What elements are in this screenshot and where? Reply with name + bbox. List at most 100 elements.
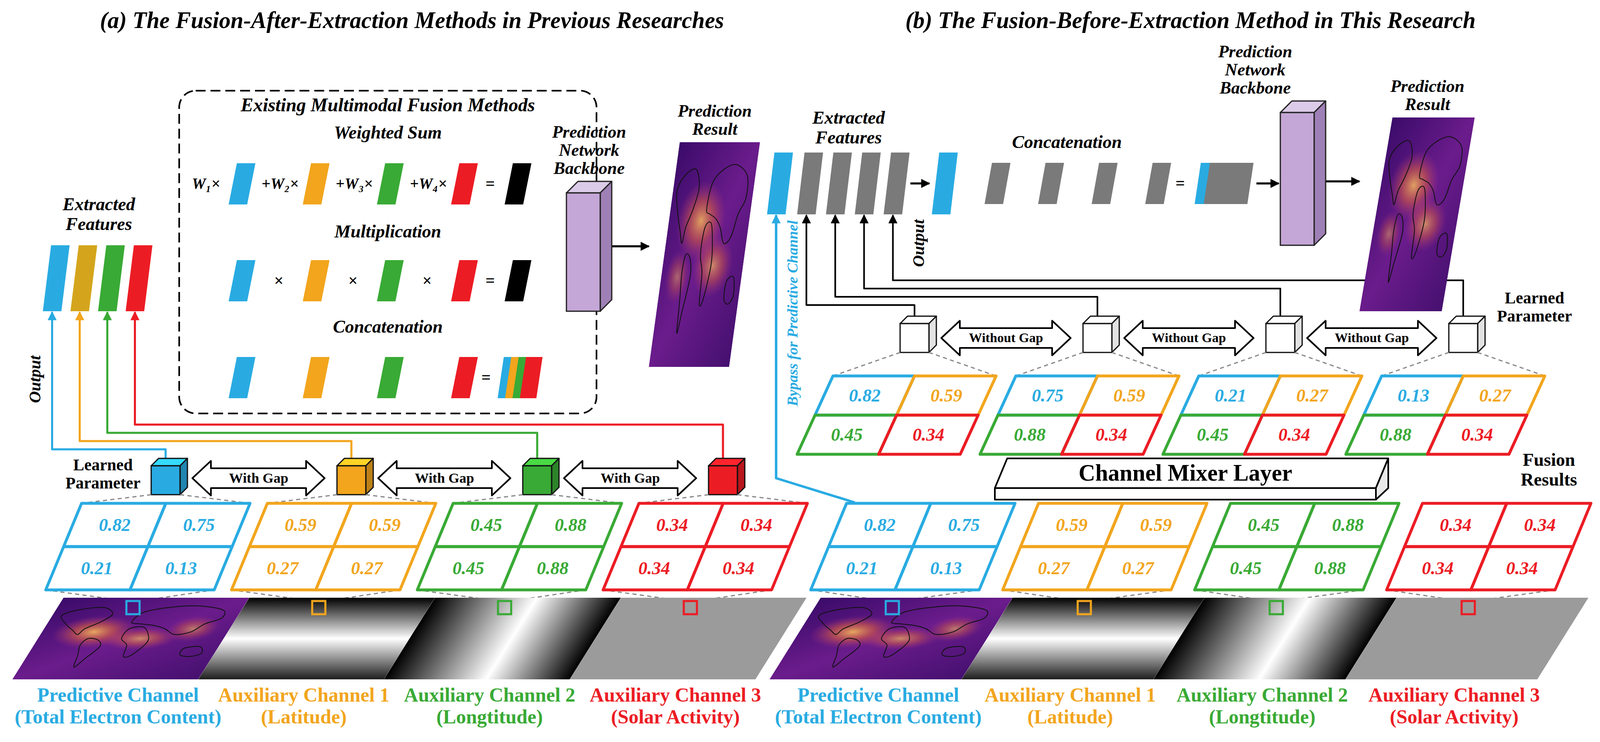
coastline bbox=[66, 637, 106, 667]
parameter-value: 0.13 bbox=[165, 557, 197, 578]
parameter-value: 0.34 bbox=[722, 557, 755, 578]
bypass-feature bbox=[767, 152, 793, 215]
learned-parameter-cube bbox=[1265, 315, 1303, 353]
node-label: Prediction Network Backbone bbox=[549, 122, 629, 178]
parameter-value: 0.34 bbox=[1095, 424, 1128, 445]
cube-side bbox=[180, 458, 188, 495]
cube-side bbox=[928, 315, 937, 353]
parameter-value: 0.45 bbox=[1247, 514, 1280, 535]
leader-line bbox=[1294, 352, 1362, 376]
method-name: Weighted Sum bbox=[178, 122, 598, 143]
leader-line bbox=[1015, 352, 1084, 376]
parameter-value: 0.45 bbox=[830, 424, 863, 445]
coastline bbox=[1405, 186, 1431, 259]
node-shape bbox=[1162, 375, 1362, 454]
coastline bbox=[869, 626, 918, 657]
arrow-label: Without Gap bbox=[968, 330, 1044, 345]
cube-side bbox=[1111, 315, 1120, 353]
learned-parameter-cube bbox=[900, 315, 937, 353]
fusion-methods-box: Existing Multimodal Fusion MethodsWeight… bbox=[178, 89, 598, 415]
cube-front bbox=[708, 465, 738, 495]
leader-line bbox=[928, 352, 997, 376]
cube-side bbox=[551, 458, 560, 495]
concatenated-feature bbox=[1091, 162, 1118, 204]
coastline bbox=[669, 168, 702, 244]
parameter-grid: 0.820.590.450.34 bbox=[797, 375, 997, 454]
channel-caption: Predictive Channel (Total Electron Conte… bbox=[12, 683, 224, 728]
coastline bbox=[939, 645, 969, 657]
method-name: Multiplication bbox=[178, 221, 598, 242]
feature-map bbox=[228, 163, 256, 205]
box-side bbox=[600, 181, 612, 312]
slab-front bbox=[994, 487, 1376, 500]
channel-caption: Predictive Channel (Total Electron Conte… bbox=[772, 683, 984, 728]
coastline bbox=[673, 253, 694, 334]
parameter-value: 0.88 bbox=[554, 514, 587, 535]
gap-arrow bbox=[192, 460, 325, 496]
gap-arrow bbox=[563, 460, 697, 496]
grid-cell bbox=[501, 546, 604, 590]
coastline bbox=[825, 637, 865, 667]
grid-cell bbox=[315, 546, 419, 590]
stacked-feature-map bbox=[1230, 162, 1254, 204]
concatenated-feature bbox=[1145, 162, 1172, 204]
arrow-label: Without Gap bbox=[1151, 330, 1226, 345]
grid-cell bbox=[687, 546, 790, 590]
cube-side bbox=[737, 458, 745, 495]
bypass-arrow bbox=[776, 215, 855, 503]
parameter-value: 0.88 bbox=[1379, 424, 1412, 445]
parameter-value: 0.34 bbox=[1422, 557, 1454, 578]
arrow-label: With Gap bbox=[229, 470, 289, 486]
extracted-feature bbox=[98, 245, 125, 312]
cube-front bbox=[336, 465, 366, 495]
grid-cell bbox=[705, 502, 808, 547]
node-shape bbox=[810, 502, 1016, 590]
parameter-value: 0.88 bbox=[1314, 557, 1346, 578]
extracted-feature bbox=[125, 245, 153, 312]
formula-term: +W₄× bbox=[409, 175, 447, 193]
arrow-label: Output bbox=[909, 219, 928, 267]
pixel-marker bbox=[683, 600, 698, 614]
node-shape bbox=[1345, 375, 1545, 454]
operator: = bbox=[481, 368, 492, 387]
parameter-grid: 0.750.590.880.34 bbox=[980, 375, 1179, 454]
node-shape bbox=[1386, 502, 1591, 590]
grid-cell bbox=[130, 546, 233, 590]
parameter-grid: 0.820.750.210.13 bbox=[810, 502, 1016, 590]
cube-side bbox=[1294, 315, 1303, 353]
coastline bbox=[1381, 140, 1416, 205]
arrow-label: With Gap bbox=[600, 470, 660, 486]
parameter-value: 0.27 bbox=[1296, 385, 1329, 405]
coastline bbox=[1414, 136, 1466, 205]
learned-parameter-cube bbox=[1448, 315, 1486, 353]
channel-caption: Auxiliary Channel 1 (Latitude) bbox=[982, 683, 1159, 728]
image-content bbox=[569, 597, 807, 679]
backbone-box: Prediction Network Backbone bbox=[566, 181, 612, 312]
node-label: Prediction Network Backbone bbox=[1216, 42, 1295, 97]
output-arrow bbox=[835, 215, 1098, 316]
node-shape bbox=[45, 502, 251, 590]
activity-region bbox=[661, 250, 694, 305]
parameter-grid: 0.450.880.450.88 bbox=[1194, 502, 1399, 590]
parameter-value: 0.75 bbox=[1031, 385, 1064, 405]
box-front bbox=[1280, 112, 1315, 246]
parameter-value: 0.82 bbox=[98, 514, 131, 535]
channel-caption: Auxiliary Channel 2 (Longtitude) bbox=[1174, 683, 1351, 728]
parameter-value: 0.34 bbox=[638, 557, 671, 578]
fused-feature-map bbox=[504, 163, 532, 205]
channel-map bbox=[1345, 597, 1589, 679]
grid-cell bbox=[1445, 375, 1546, 415]
channel-mixer-layer: Channel Mixer Layer bbox=[994, 458, 1389, 500]
parameter-value: 0.27 bbox=[266, 557, 299, 578]
channel-caption: Auxiliary Channel 2 (Longtitude) bbox=[401, 683, 578, 728]
channel-caption: Auxiliary Channel 1 (Latitude) bbox=[215, 683, 392, 728]
operator: = bbox=[485, 174, 496, 193]
node-shape bbox=[1280, 100, 1326, 246]
map-background bbox=[1359, 117, 1475, 312]
group-label: Learned Parameter bbox=[63, 455, 143, 492]
grid-cell bbox=[1279, 546, 1382, 590]
coastline bbox=[807, 606, 876, 634]
cube-front bbox=[1265, 323, 1295, 353]
channel-map bbox=[569, 597, 807, 679]
node-shape bbox=[417, 502, 622, 590]
